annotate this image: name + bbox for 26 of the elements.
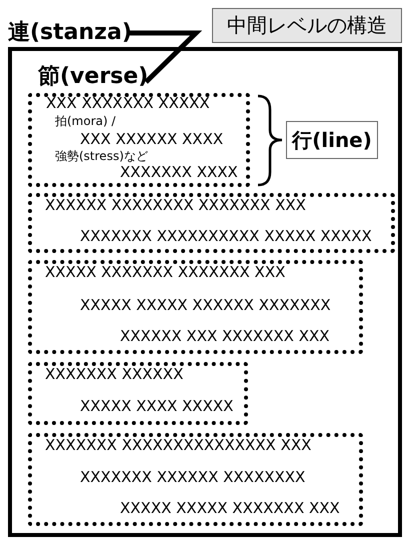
placeholder-line: XXXXXXX XXXXXXXXXX XXXXX XXXXX [80,228,372,244]
dotted-box [28,193,395,253]
connector-line [128,30,202,84]
title-box: 中間レベルの構造 [212,8,402,43]
placeholder-line: XXXXXXX XXXXXX XXXXXXXX [80,469,306,486]
dotted-box [28,433,363,526]
placeholder-line: XXXXXXX XXXX [120,164,238,180]
placeholder-line: XXXXX XXXXX XXXXXXX XXX [120,500,340,516]
label-box: 行(line) [286,121,378,159]
dotted-box [28,362,248,425]
placeholder-line: XXXXX XXXXX XXXXXX XXXXXXX [80,297,331,314]
placeholder-line: XXXXX XXXXXXX XXXXXXX XXX [45,264,286,280]
verse-label: 節(verse) [38,60,146,92]
dotted-box [28,260,363,354]
placeholder-line: XXX XXXXXX XXXX [80,131,224,148]
placeholder-line: XXXXX XXXX XXXXX [80,398,234,414]
placeholder-line: XXXXXXX XXXXXXXXXXXXXXX XXX [45,437,312,454]
placeholder-line: XXX XXXXXXX XXXXX [46,95,210,112]
placeholder-line: XXXXXXX XXXXXX [45,366,184,382]
placeholder-line: XXXXXX XXXXXXXX XXXXXXX XXX [45,197,306,214]
annotation-text: 強勢(stress)など [55,150,148,164]
stanza-frame [8,47,402,537]
placeholder-line: XXXXXX XXX XXXXXXX XXX [120,328,330,344]
annotation-text: 拍(mora) / [55,115,116,128]
stanza-label: 連(stanza) [8,16,128,48]
dotted-box [28,93,250,187]
